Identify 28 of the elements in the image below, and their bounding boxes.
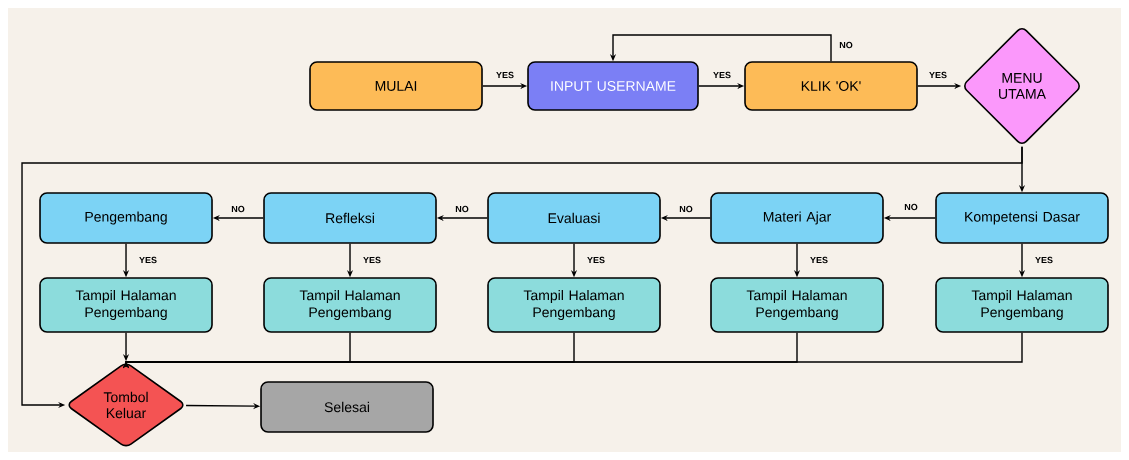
edge-label: YES [495, 70, 515, 80]
edge-label: YES [362, 255, 382, 265]
process-box: Tampil Halaman Pengembang [935, 277, 1109, 333]
edge-label: NO [230, 204, 246, 214]
process-box: Tampil Halaman Pengembang [487, 277, 661, 333]
process-box: Pengembang [39, 192, 213, 244]
arrow [122, 332, 1023, 369]
process-box: Materi Ajar [710, 192, 884, 244]
process-box: MULAI [309, 61, 483, 111]
edge-label: NO [838, 40, 854, 50]
edge-label: YES [809, 255, 829, 265]
edge-label: YES [1034, 255, 1054, 265]
edge-label: YES [928, 70, 948, 80]
process-box: Tampil Halaman Pengembang [263, 277, 437, 333]
edge-label: YES [712, 70, 732, 80]
process-box: Kompetensi Dasar [935, 192, 1109, 244]
edge-label: NO [678, 204, 694, 214]
process-box: Tampil Halaman Pengembang [710, 277, 884, 333]
process-box: Tampil Halaman Pengembang [39, 277, 213, 333]
edge-label: YES [138, 255, 158, 265]
process-box: Selesai [260, 381, 434, 433]
process-box: INPUT USERNAME [527, 61, 699, 111]
process-box: KLIK 'OK' [744, 61, 918, 111]
process-box: Refleksi [263, 192, 437, 244]
edge-label: NO [903, 202, 919, 212]
edge-label: NO [454, 204, 470, 214]
edge-label: YES [586, 255, 606, 265]
process-box: Evaluasi [487, 192, 661, 244]
